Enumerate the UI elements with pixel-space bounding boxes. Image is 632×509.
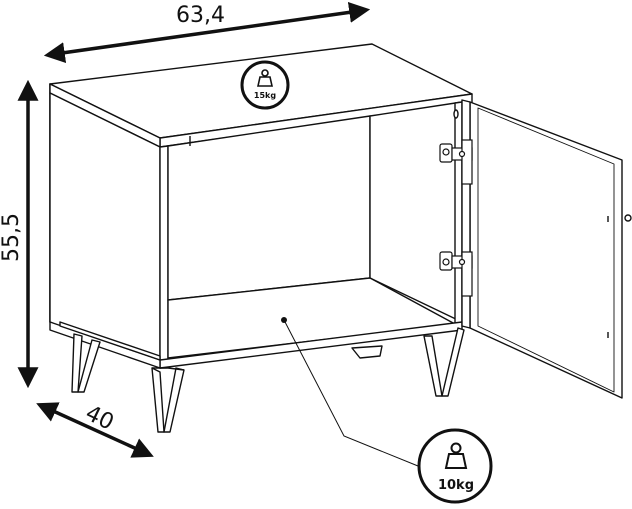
width-arrow — [43, 1, 371, 64]
top-load-label: 15kg — [254, 91, 276, 100]
side-panel-right-front — [454, 101, 463, 325]
leg-back-right — [351, 345, 383, 359]
depth-dimension: 40 — [36, 401, 154, 458]
depth-arrow — [36, 402, 154, 458]
height-label: 55,5 — [0, 213, 24, 262]
shelf-load-label: 10kg — [438, 478, 474, 493]
width-dimension: 63,4 — [43, 1, 371, 64]
hinge-bottom — [439, 251, 473, 297]
door — [453, 99, 632, 399]
depth-label: 40 — [81, 401, 117, 436]
side-panel-left-front — [159, 145, 169, 369]
leg-front-left — [151, 367, 185, 433]
shelf-leader — [281, 317, 419, 467]
hinge-top — [439, 139, 473, 185]
legs — [71, 327, 465, 433]
leg-front-right — [423, 327, 465, 397]
door-inner-face — [477, 107, 615, 393]
leg-back-left — [71, 333, 101, 393]
door-knob — [624, 214, 632, 222]
top-load-badge: 15kg — [240, 60, 290, 110]
weight-icon — [257, 69, 273, 87]
cabinet — [49, 43, 473, 369]
back-panel — [167, 115, 371, 301]
weight-icon — [444, 442, 468, 469]
door-panel — [469, 101, 623, 399]
base-plinth — [59, 321, 161, 361]
height-dimension: 55,5 — [0, 79, 39, 389]
shelf-load-badge: 10kg — [417, 428, 493, 504]
width-label: 63,4 — [176, 3, 225, 28]
